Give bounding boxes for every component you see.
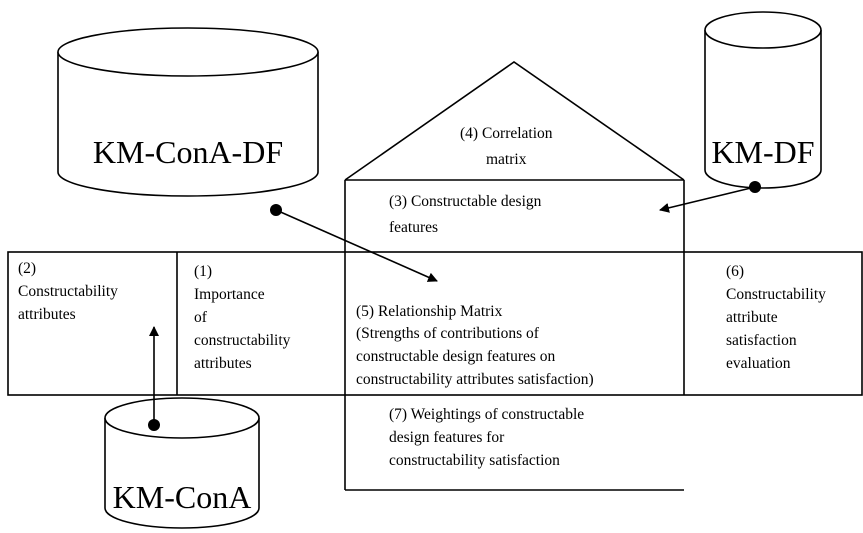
correlation-roof — [344, 61, 685, 181]
km-cona-df-label: KM-ConA-DF — [93, 134, 283, 170]
km-cona-label: KM-ConA — [113, 479, 252, 515]
km-cona-df-database: KM-ConA-DF — [57, 27, 319, 197]
arrow-km-df-to-design-features — [659, 181, 761, 213]
correlation-matrix-label: (4) Correlation matrix — [460, 125, 556, 168]
importance-label: (1) Importance of constructability attri… — [194, 263, 294, 372]
design-features-label: (3) Constructable design features — [389, 193, 545, 236]
km-cona-database: KM-ConA — [104, 397, 260, 529]
house-of-quality — [7, 61, 863, 491]
relationship-matrix-label: (5) Relationship Matrix (Strengths of co… — [356, 303, 594, 388]
km-df-label: KM-DF — [711, 134, 814, 170]
arrow-km-cona-df-to-relationship — [270, 204, 438, 282]
attributes-label: (2) Constructability attributes — [18, 260, 122, 323]
requirements-row — [7, 251, 863, 396]
evaluation-label: (6) Constructability attribute satisfact… — [726, 263, 830, 372]
km-df-database: KM-DF — [704, 11, 822, 189]
arrow-km-cona-to-attributes — [148, 326, 160, 431]
weightings-label: (7) Weightings of constructable design f… — [389, 406, 588, 469]
